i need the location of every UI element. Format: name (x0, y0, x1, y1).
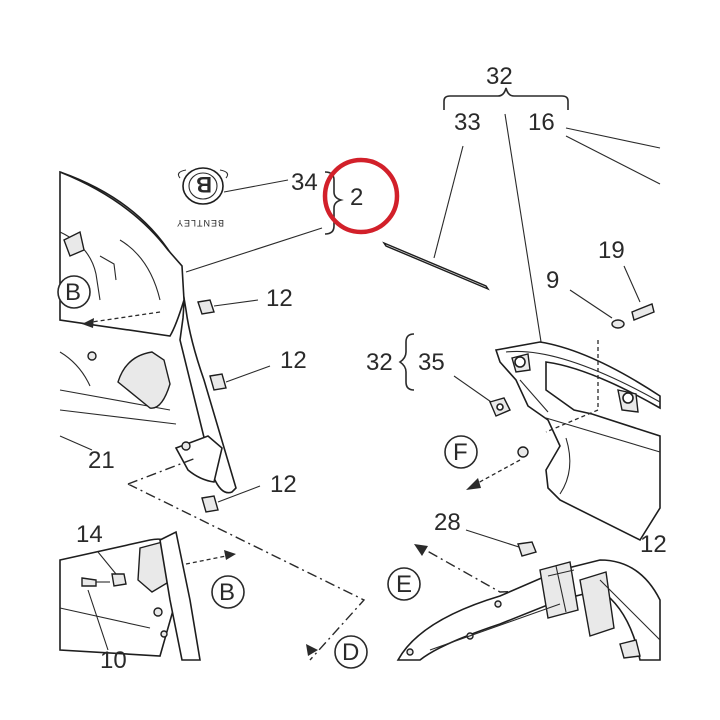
leader-32-to-bracket (504, 113, 543, 349)
screw-10 (81, 577, 97, 587)
leader-21 (59, 435, 93, 451)
bolt-19 (631, 303, 655, 321)
highlight-circle (322, 157, 400, 235)
callout-12-edge: 12 (640, 531, 667, 558)
washer-9 (611, 319, 625, 329)
leader-35 (453, 375, 495, 405)
lower-right-frame (396, 559, 661, 661)
callout-19: 19 (598, 237, 625, 264)
callout-9: 9 (546, 267, 559, 294)
view-marker-e-label: E (396, 571, 412, 598)
bentley-emblem: B BENTLEY (176, 167, 229, 228)
callout-2: 2 (350, 184, 363, 211)
emblem-letter: B (196, 172, 212, 197)
screw-28 (517, 541, 537, 557)
emblem-brand-text: BENTLEY (176, 218, 224, 228)
callout-34: 34 (291, 169, 318, 196)
brace-32-mid (398, 333, 415, 391)
view-marker-b-upper-label: B (65, 279, 81, 306)
arrow-b-upper-head (82, 318, 94, 328)
construction-line-left (127, 457, 366, 661)
brace-2 (324, 171, 344, 235)
leader-12-b (225, 365, 271, 383)
arrow-f (475, 459, 521, 485)
view-marker-e (387, 567, 421, 601)
leader-12-a (213, 299, 259, 307)
fastener-axis (545, 340, 599, 433)
arrow-e-head (414, 544, 428, 556)
leader-16a (565, 127, 661, 149)
view-marker-d (334, 635, 368, 669)
callout-10-partial: 10 (100, 647, 127, 674)
leader-16b (565, 135, 661, 185)
callout-16: 16 (528, 109, 555, 136)
leader-12-c (217, 485, 261, 503)
callout-32-mid: 32 (366, 349, 393, 376)
right-mount-bracket (494, 341, 661, 542)
arrow-b-lower-head (224, 550, 236, 560)
leader-9 (569, 289, 613, 319)
arrow-b-lower (185, 555, 227, 565)
view-marker-b-upper (57, 275, 91, 309)
arrow-e (421, 547, 549, 593)
callout-12-c: 12 (270, 471, 297, 498)
clip-12-a (197, 299, 215, 315)
callout-14: 14 (76, 521, 103, 548)
callout-35: 35 (418, 349, 445, 376)
leader-14 (97, 551, 117, 575)
callout-12-b: 12 (280, 347, 307, 374)
callout-21: 21 (88, 447, 115, 474)
callout-32-top: 32 (486, 63, 513, 90)
view-marker-b-lower (211, 575, 245, 609)
nut-14 (111, 573, 127, 587)
view-marker-d-label: D (342, 639, 359, 666)
callout-12-a: 12 (266, 285, 293, 312)
leader-2 (185, 227, 323, 273)
arrow-f-head (466, 478, 481, 490)
arrow-b-upper (91, 311, 161, 323)
bracket-32-top (443, 87, 569, 110)
arrow-d-head (306, 644, 318, 656)
view-marker-b-lower-label: B (219, 579, 235, 606)
leader-28 (465, 529, 523, 549)
leader-34 (223, 179, 289, 193)
lower-bracket (59, 530, 201, 661)
callout-28: 28 (434, 509, 461, 536)
leader-10 (87, 589, 109, 651)
leader-33 (433, 145, 464, 259)
clip-12-b (209, 373, 227, 391)
view-marker-f (444, 435, 478, 469)
clip-12-c (201, 495, 219, 513)
part-33-strip (382, 241, 490, 291)
leader-19 (623, 265, 641, 303)
view-marker-f-label: F (453, 439, 468, 466)
callout-33: 33 (454, 109, 481, 136)
part-2-trim-panel (59, 170, 237, 494)
